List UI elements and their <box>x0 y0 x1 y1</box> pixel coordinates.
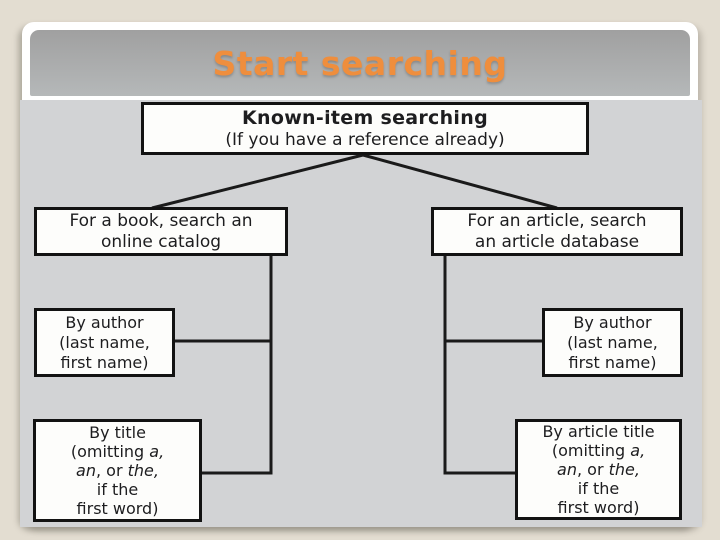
known-item-title: Known-item searching <box>242 107 488 129</box>
connector-lines <box>151 153 558 475</box>
flowchart-box-book-by-author: By author(last name,first name) <box>34 308 175 377</box>
connector-diagonal-left <box>151 153 364 210</box>
known-item-subtitle: (If you have a reference already) <box>225 130 505 150</box>
slide-header: Start searching <box>30 30 690 96</box>
flowchart-panel: Known-item searching (If you have a refe… <box>20 100 702 527</box>
connector-diagonal-right <box>362 153 558 210</box>
flowchart-box-article-by-author: By author(last name,first name) <box>542 308 683 377</box>
flowchart-box-known-item-searching: Known-item searching (If you have a refe… <box>141 102 589 155</box>
flowchart-box-article-by-title: By article title(omitting a,an, or the,i… <box>515 419 682 520</box>
slide-title: Start searching <box>212 43 508 83</box>
